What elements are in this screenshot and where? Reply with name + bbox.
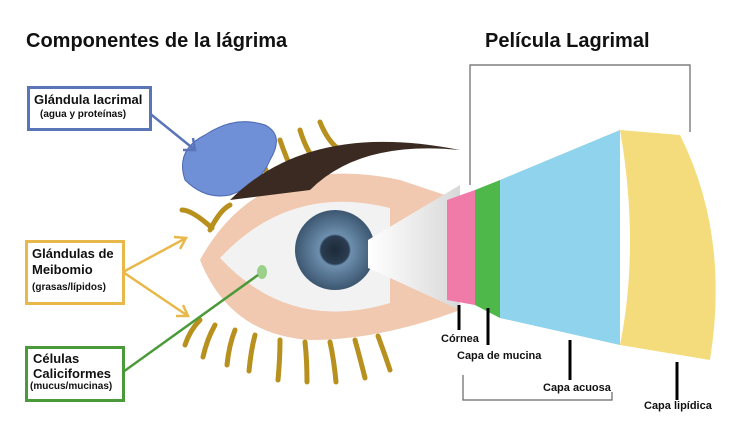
layer-mucina xyxy=(475,180,500,318)
meibomio-sub: (grasas/lípidos) xyxy=(32,282,106,293)
layer-cornea xyxy=(447,190,475,305)
magnification-cone xyxy=(368,185,460,310)
meibomio-title-2: Meibomio xyxy=(32,262,93,277)
label-acuosa: Capa acuosa xyxy=(543,382,611,394)
label-lipidica: Capa lipídica xyxy=(644,400,712,412)
lacrimal-gland xyxy=(182,121,277,197)
bottom-bracket xyxy=(462,375,613,401)
eyebrow-lashes xyxy=(230,141,460,200)
goblet-cells xyxy=(257,265,267,279)
right-title: Película Lagrimal xyxy=(485,30,650,52)
label-cornea: Córnea xyxy=(441,333,479,345)
layer-acuosa xyxy=(500,130,620,345)
eyelashes xyxy=(179,119,393,385)
lacrimal-gland-title: Glándula lacrimal xyxy=(34,92,143,107)
iris xyxy=(295,210,375,290)
caliciformes-sub: (mucus/mucinas) xyxy=(30,381,113,392)
layer-lipidica xyxy=(620,130,716,360)
caliciformes-title-1: Células xyxy=(33,351,80,366)
top-bracket xyxy=(469,64,691,185)
meibomio-box: Glándulas de Meibomio (grasas/lípidos) xyxy=(25,240,125,305)
lacrimal-gland-box: Glándula lacrimal (agua y proteínas) xyxy=(27,86,152,131)
label-mucina: Capa de mucina xyxy=(457,350,542,362)
lacrimal-gland-sub: (agua y proteínas) xyxy=(40,109,127,120)
caliciformes-box: Células Caliciformes (mucus/mucinas) xyxy=(25,346,125,402)
caliciformes-title-2: Caliciformes xyxy=(33,366,112,381)
left-title: Componentes de la lágrima xyxy=(26,30,288,52)
meibomio-title-1: Glándulas de xyxy=(32,246,114,261)
